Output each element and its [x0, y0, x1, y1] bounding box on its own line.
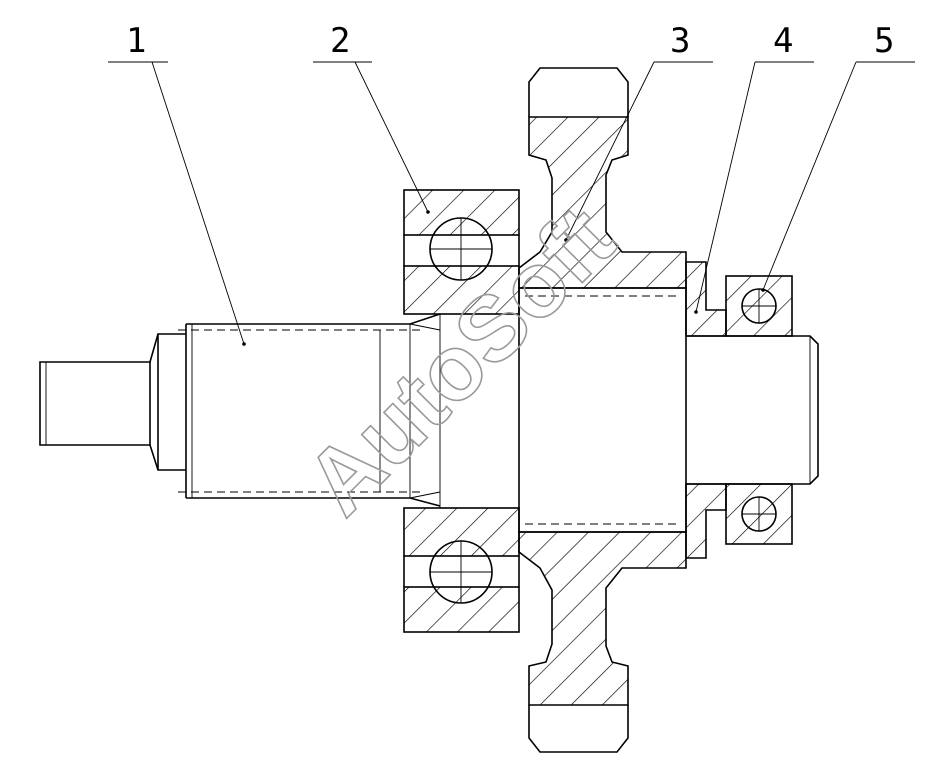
small-bearing [725, 275, 793, 545]
callout-3: 3 [564, 21, 713, 242]
watermark-text: AutoSoft [287, 187, 634, 534]
callout-2: 2 [313, 21, 430, 214]
callout-number-4: 4 [773, 21, 793, 61]
hub-flange [518, 67, 687, 753]
callout-number-5: 5 [874, 21, 894, 61]
callout-number-1: 1 [126, 21, 146, 61]
callout-5: 5 [761, 21, 915, 292]
callout-number-2: 2 [330, 21, 350, 61]
callout-number-3: 3 [670, 21, 690, 61]
callout-1: 1 [108, 21, 246, 346]
callout-4: 4 [694, 21, 814, 314]
shaft-part [39, 313, 441, 507]
